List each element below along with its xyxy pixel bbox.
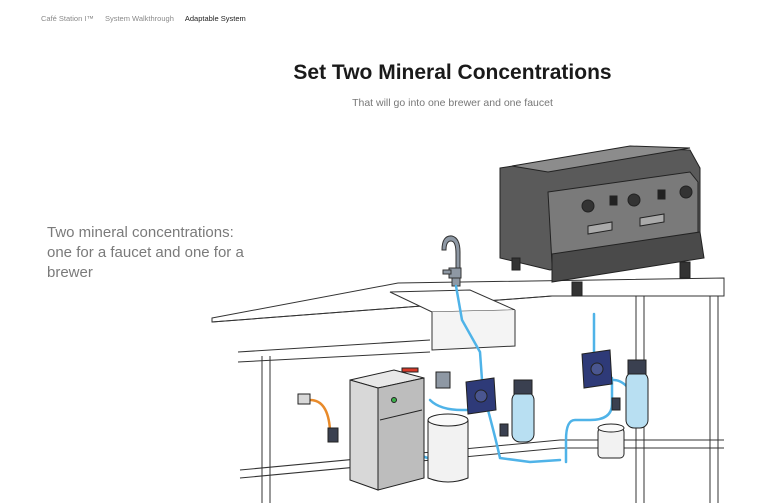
faucet [441,235,462,287]
nav-link-system-walkthrough[interactable]: System Walkthrough [104,14,174,23]
page-title: Set Two Mineral Concentrations [293,61,612,84]
nav-link-cafe-station[interactable]: Café Station I™ [41,14,94,23]
mineral-tank-right [597,423,625,459]
controller-left [465,377,497,415]
nav-link-adaptable-system[interactable]: Adaptable System [184,14,246,23]
controller-right [581,349,613,389]
espresso-machine [499,145,705,297]
sink [389,289,516,351]
feature-description: Two mineral concentrations: one for a fa… [47,224,244,281]
filtration-unit [349,367,425,491]
page-subtitle: That will go into one brewer and one fau… [352,97,553,109]
cartridge-right [611,359,649,429]
hot-line [309,398,332,431]
cartridge-left [499,379,535,443]
breadcrumb-nav: Café Station I™ System Walkthrough Adapt… [41,14,246,23]
shutoff-valve [297,393,339,443]
mineral-tank-left [427,371,469,483]
